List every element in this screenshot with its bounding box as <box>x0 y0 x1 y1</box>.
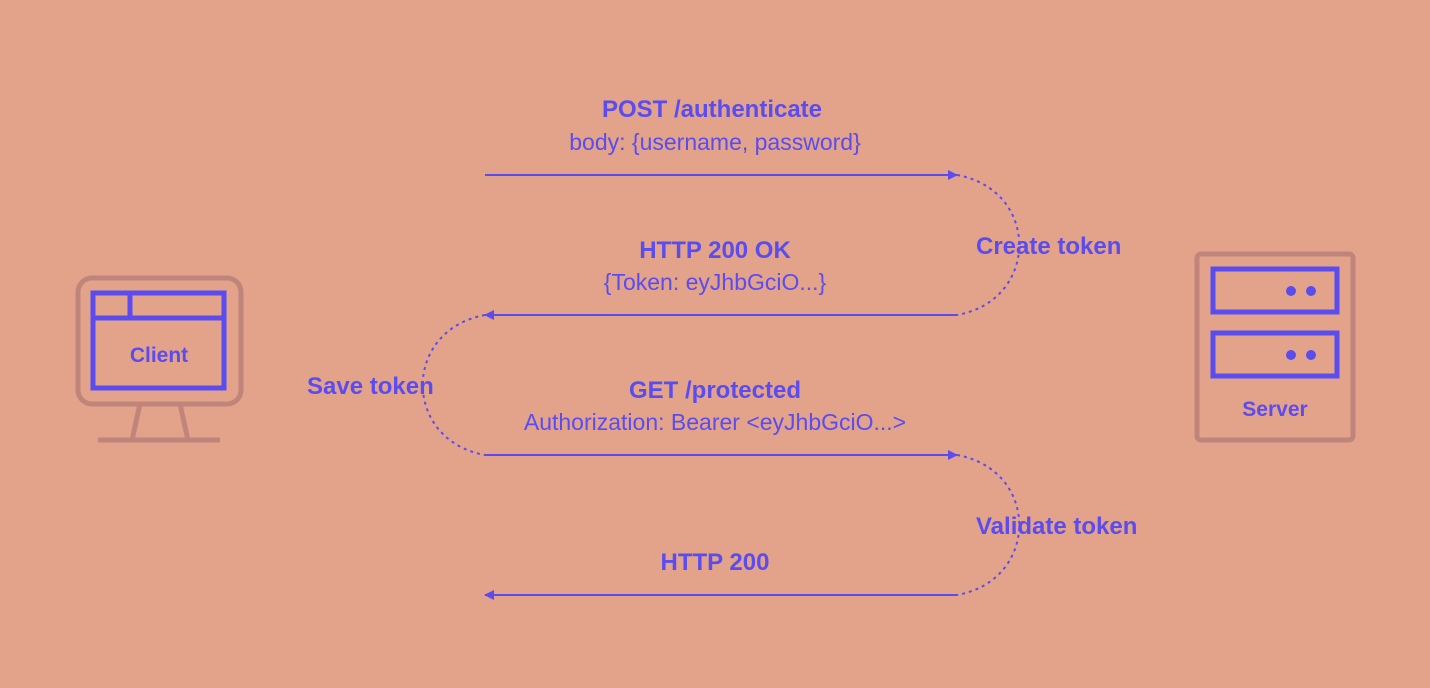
step-title: HTTP 200 OK <box>639 237 791 264</box>
step-detail: {Token: eyJhbGciO...} <box>603 269 827 295</box>
save-token-label: Save token <box>307 373 434 400</box>
monitor-icon <box>75 275 244 443</box>
server-icon <box>1194 251 1356 443</box>
validate-token-label: Validate token <box>976 513 1138 540</box>
client-label: Client <box>129 344 189 367</box>
curve-validate-token <box>956 454 1021 596</box>
step-detail: body: {username, password} <box>569 129 861 155</box>
step-title: POST /authenticate <box>601 96 823 123</box>
step-detail: Authorization: Bearer <eyJhbGciO...> <box>523 409 907 435</box>
curve-create-token <box>956 174 1021 316</box>
step-title: GET /protected <box>628 377 802 404</box>
step-title: HTTP 200 <box>660 549 770 576</box>
create-token-label: Create token <box>976 233 1122 260</box>
curve-save-token <box>421 314 486 456</box>
server-label: Server <box>1242 398 1308 421</box>
